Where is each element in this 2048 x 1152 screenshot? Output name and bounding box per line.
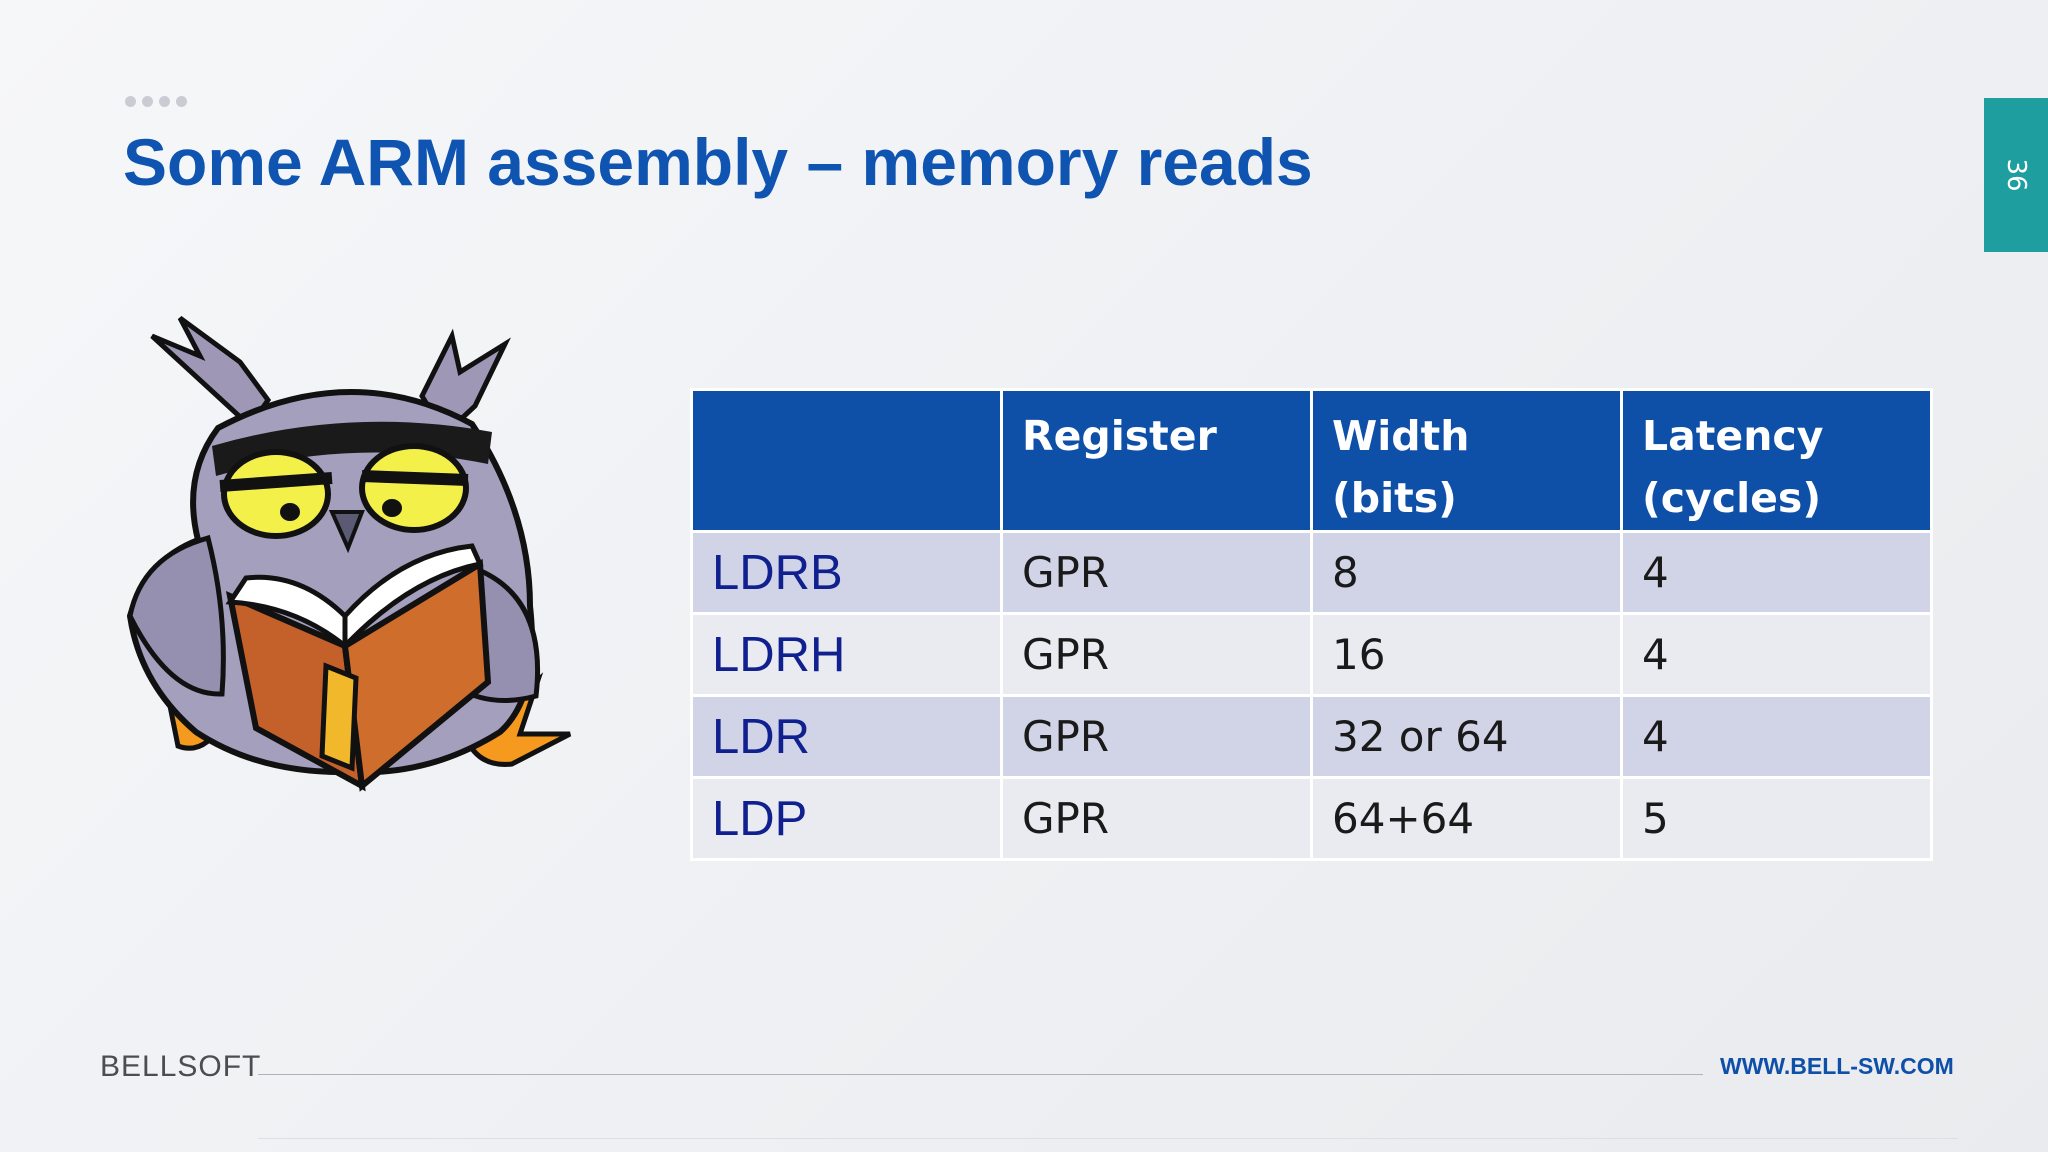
bellsoft-logo: BELLSOFT [100, 1050, 260, 1080]
instruction-cell: LDP [690, 776, 1003, 861]
footer-bottom-divider [258, 1138, 1958, 1139]
logo-text: BELLSOFT [100, 1050, 260, 1080]
register-cell: GPR [1000, 612, 1313, 697]
table-row: LDRB GPR 8 4 [690, 530, 1933, 615]
latency-cell: 4 [1620, 530, 1933, 615]
page-number-tab: 36 [1984, 98, 2048, 252]
width-cell: 16 [1310, 612, 1623, 697]
instruction-cell: LDRH [690, 612, 1003, 697]
instruction-cell: LDRB [690, 530, 1003, 615]
register-cell: GPR [1000, 694, 1313, 779]
header-cell-register: Register [1000, 388, 1313, 533]
table-row: LDP GPR 64+64 5 [690, 776, 1933, 861]
table-row: LDR GPR 32 or 64 4 [690, 694, 1933, 779]
latency-cell: 4 [1620, 694, 1933, 779]
header-cell-latency: Latency (cycles) [1620, 388, 1933, 533]
table-row: LDRH GPR 16 4 [690, 612, 1933, 697]
width-cell: 8 [1310, 530, 1623, 615]
width-cell: 32 or 64 [1310, 694, 1623, 779]
header-cell-width: Width (bits) [1310, 388, 1623, 533]
latency-header-line2: (cycles) [1642, 474, 1822, 522]
latency-cell: 5 [1620, 776, 1933, 861]
latency-header-line1: Latency [1642, 412, 1824, 460]
memory-read-instructions-table: Register Width (bits) Latency (cycles) LD… [690, 388, 1933, 861]
instruction-cell: LDR [690, 694, 1003, 779]
register-cell: GPR [1000, 776, 1313, 861]
table-header-row: Register Width (bits) Latency (cycles) [690, 388, 1933, 533]
header-cell-instruction [690, 388, 1003, 533]
website-url: WWW.BELL-SW.COM [1720, 1053, 1954, 1079]
footer-divider [258, 1074, 1703, 1075]
slide-title: Some ARM assembly – memory reads [123, 125, 1313, 199]
decorative-dots [125, 96, 187, 107]
latency-cell: 4 [1620, 612, 1933, 697]
owl-reading-book-icon [126, 316, 572, 792]
page-number: 36 [2001, 158, 2031, 192]
register-cell: GPR [1000, 530, 1313, 615]
width-cell: 64+64 [1310, 776, 1623, 861]
